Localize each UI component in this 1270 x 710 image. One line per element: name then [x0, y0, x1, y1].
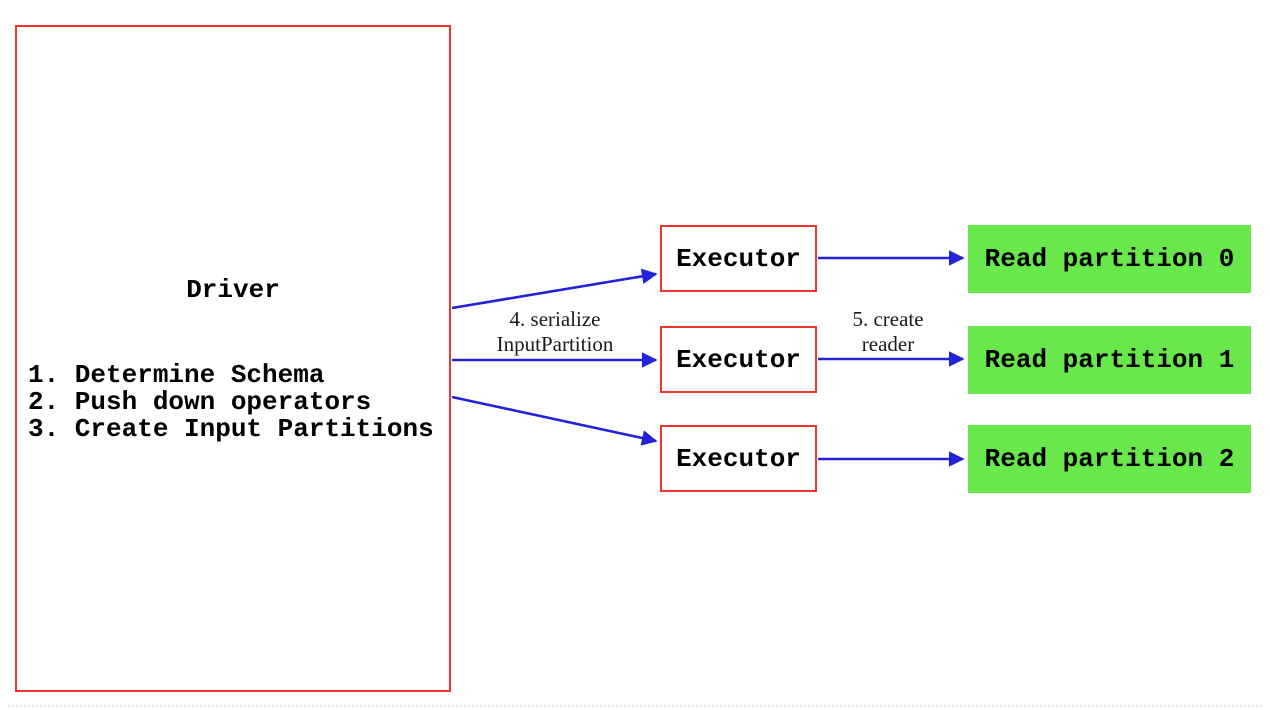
read-partition-label: Read partition 0 [984, 244, 1235, 274]
page-bottom-edge [8, 705, 1262, 707]
executor-node-3: Executor [660, 425, 817, 492]
executor-label: Executor [676, 443, 801, 474]
arrow-driver-to-executor-3 [451, 395, 658, 446]
create-reader-label-line-2: reader [861, 332, 915, 356]
executor-label: Executor [676, 344, 801, 375]
create-reader-label-line-1: 5. create [852, 307, 924, 331]
executor-node-1: Executor [660, 225, 817, 292]
read-partition-label: Read partition 1 [984, 345, 1235, 375]
driver-steps: 1. Determine Schema 2. Push down operato… [28, 362, 434, 443]
read-partition-label: Read partition 2 [984, 444, 1235, 474]
executor-node-2: Executor [660, 326, 817, 393]
serialize-label-line-1: 4. serialize [509, 307, 601, 331]
read-partition-node-2: Read partition 2 [968, 425, 1251, 493]
driver-step-2: 2. Push down operators [28, 387, 372, 417]
read-partition-node-1: Read partition 1 [968, 326, 1251, 394]
driver-step-3: 3. Create Input Partitions [28, 414, 434, 444]
serialize-label-line-2: InputPartition [496, 332, 614, 356]
arrow-driver-to-executor-1 [451, 268, 658, 310]
executor-label: Executor [676, 243, 801, 274]
read-partition-node-0: Read partition 0 [968, 225, 1251, 293]
create-reader-label: 5. create reader [788, 307, 988, 357]
driver-step-1: 1. Determine Schema [28, 360, 325, 390]
driver-node [15, 25, 451, 692]
serialize-inputpartition-label: 4. serialize InputPartition [455, 307, 655, 357]
driver-title: Driver [186, 275, 280, 305]
